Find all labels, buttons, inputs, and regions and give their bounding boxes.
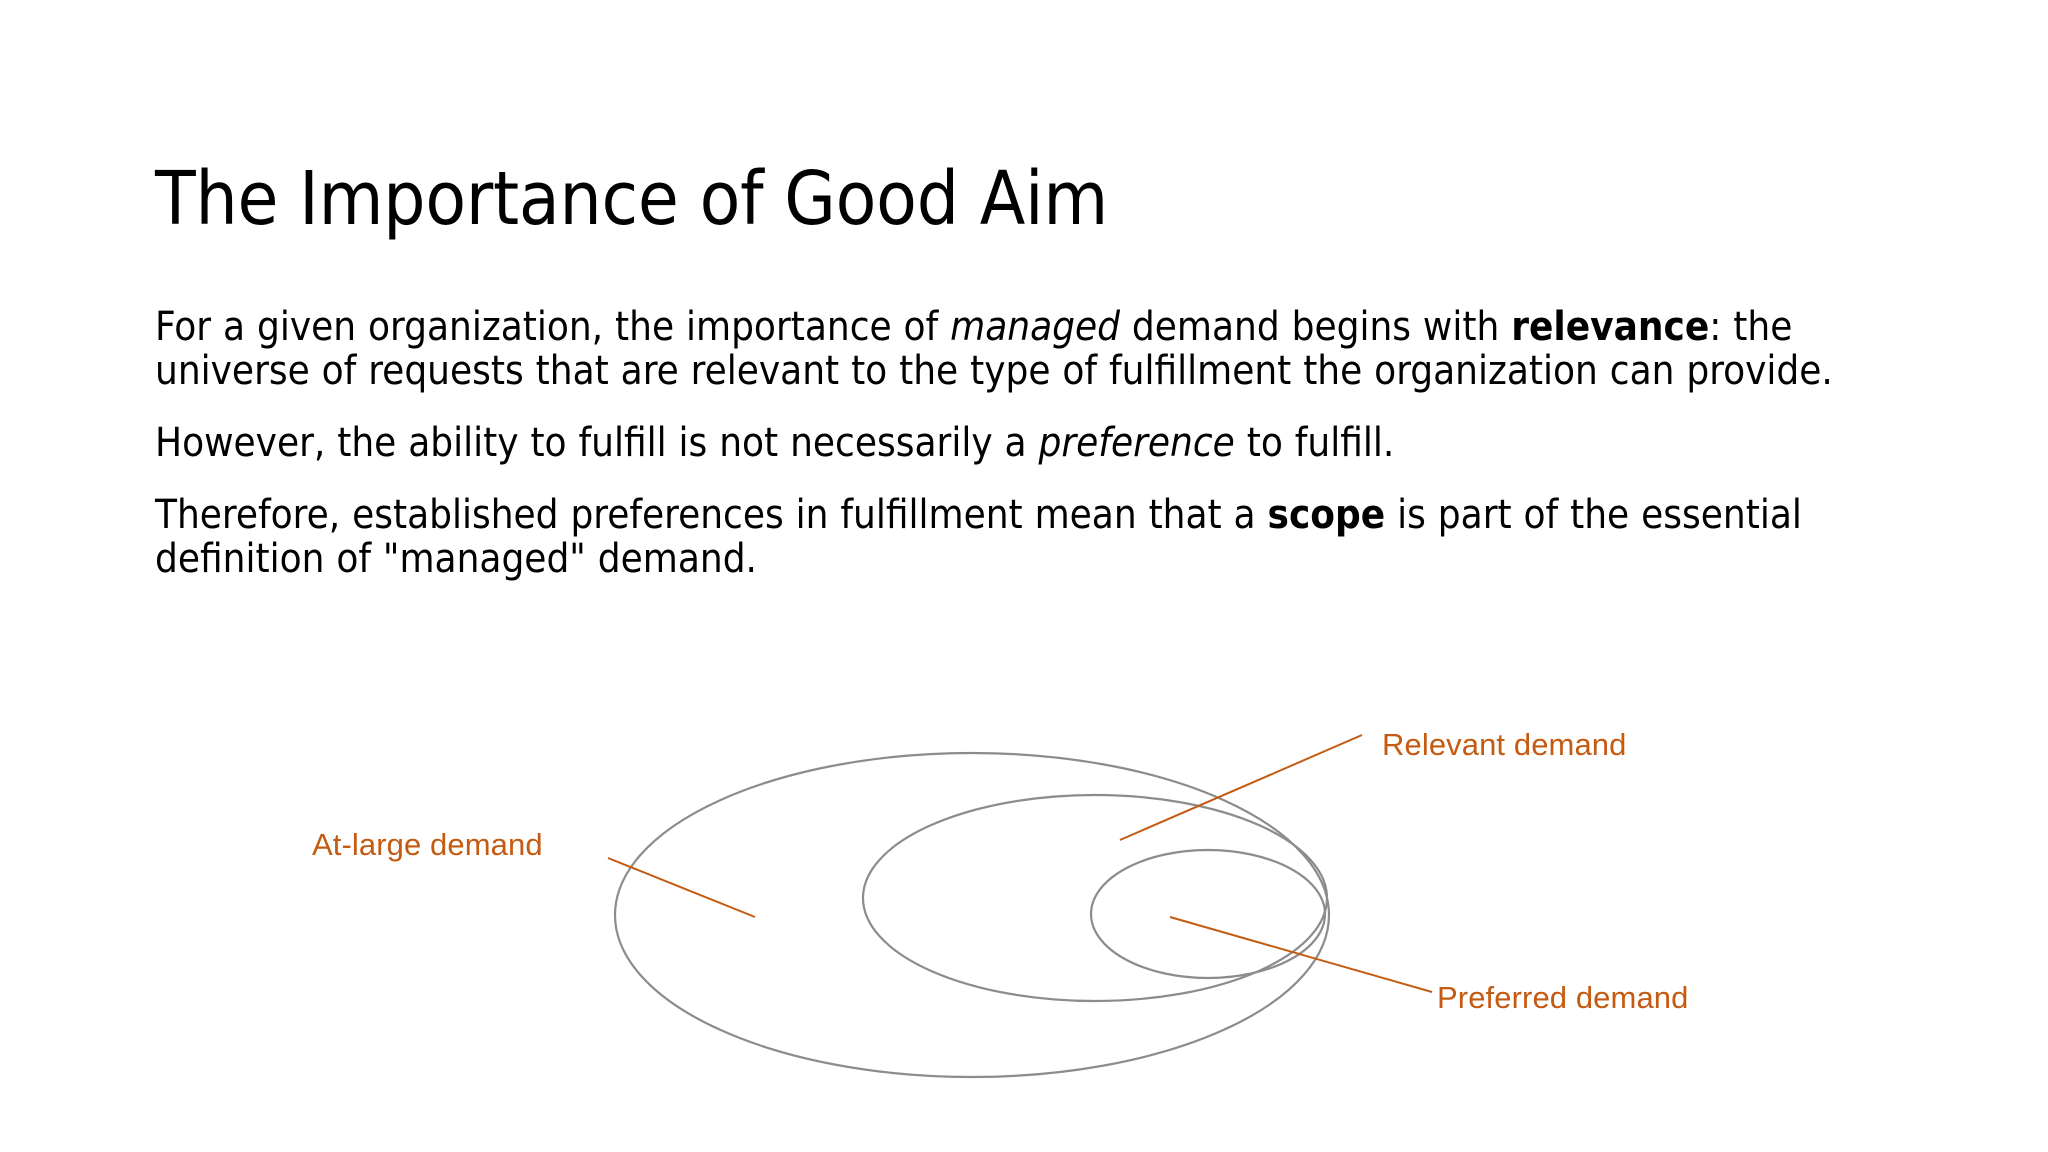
ellipse-group [613,751,1331,1079]
ellipse-preferred-demand [1089,848,1327,980]
leader-line-relevant [1119,734,1363,841]
leader-line-group [607,734,1433,993]
body-paragraph-3: Therefore, established preferences in fu… [155,492,1802,582]
ellipse-relevant-demand [861,793,1329,1003]
slide-body: For a given organization, the importance… [155,305,1875,581]
body-paragraph-2: However, the ability to fulfill is not n… [155,420,1395,466]
diagram-label-preferred-demand: Preferred demand [1437,980,1689,1015]
leader-line-at-large [607,857,756,918]
diagram-label-at-large-demand: At-large demand [312,827,543,862]
ellipse-at-large-demand [613,751,1331,1079]
body-paragraph-1: For a given organization, the importance… [155,304,1833,394]
diagram-label-relevant-demand: Relevant demand [1382,727,1627,762]
page-title: The Importance of Good Aim [155,155,1109,242]
leader-line-preferred [1169,916,1433,993]
